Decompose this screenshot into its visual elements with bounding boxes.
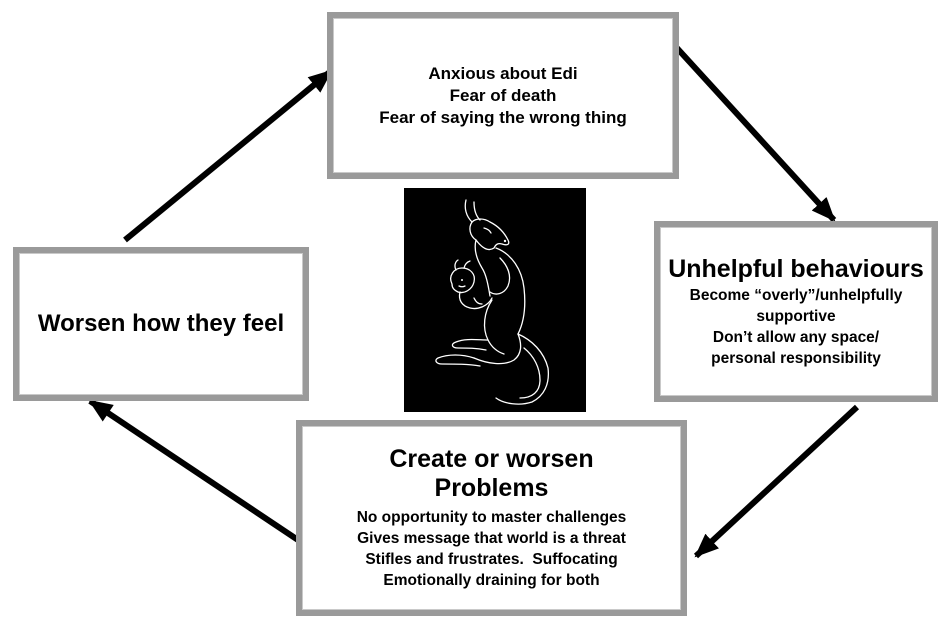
problem-line: Stifles and frustrates. Suffocating [365,551,618,568]
arrow-top-to-right [673,44,837,223]
problems-title-line: Create or worsen [389,445,594,473]
behaviour-line: supportive [756,307,836,325]
worsen-feelings-title: Worsen how they feel [37,310,285,337]
problem-line: No opportunity to master challenges [356,509,627,526]
anxiety-box: Anxious about Edi Fear of death Fear of … [327,12,679,179]
unhelpful-behaviours-title: Unhelpful behaviours [668,254,924,283]
arrow-right-to-bottom [693,404,860,559]
behaviour-line: personal responsibility [711,349,881,367]
anxiety-line: Fear of saying the wrong thing [379,107,627,127]
problem-line: Gives message that world is a threat [357,530,626,547]
arrow-bottom-to-left [88,398,300,543]
unhelpful-behaviours-box: Unhelpful behaviours Become “overly”/unh… [654,221,938,402]
behaviour-line: Don’t allow any space/ [712,328,880,346]
problems-box: Create or worsen Problems No opportunity… [296,420,687,616]
kangaroo-illustration [404,188,586,412]
worsen-feelings-box: Worsen how they feel [13,247,309,401]
anxiety-line: Anxious about Edi [428,63,578,83]
problems-title-line: Problems [434,474,549,502]
arrow-left-to-top [123,68,333,243]
anxiety-line: Fear of death [449,85,557,105]
problem-line: Emotionally draining for both [383,572,600,589]
behaviour-line: Become “overly”/unhelpfully [689,286,903,304]
